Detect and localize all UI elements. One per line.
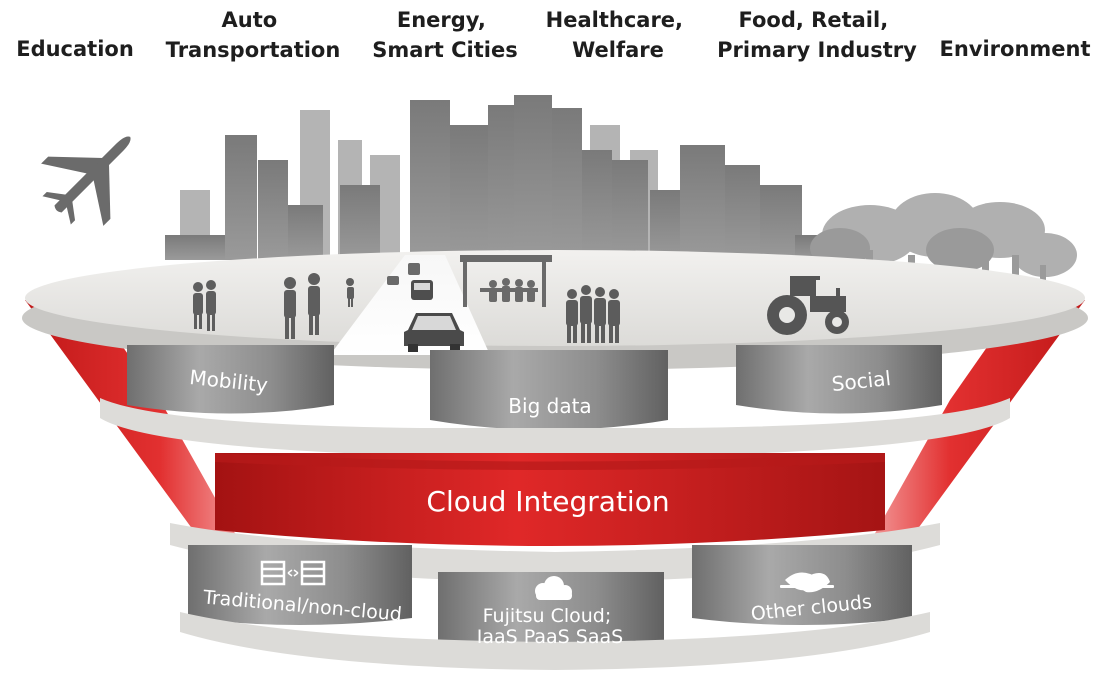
sector-label-healthcare-welfare: Healthcare, Welfare (546, 8, 691, 62)
base-platform (180, 612, 930, 670)
server-icon (260, 560, 326, 586)
city-skyline (165, 95, 825, 260)
cloud-integration-band (215, 453, 885, 546)
cloud-integration-label: Cloud Integration (426, 485, 669, 518)
sector-label-energy-smart-cities: Energy, Smart Cities (372, 8, 517, 62)
cloud-icon (535, 576, 572, 600)
people-icon (193, 273, 354, 339)
sector-label-environment: Environment (939, 37, 1090, 61)
car-icon (387, 263, 464, 352)
sector-label-food-retail: Food, Retail, Primary Industry (717, 8, 917, 62)
crowd-icon (566, 285, 620, 343)
sector-labels: Education Auto Transportation Energy, Sm… (16, 8, 1090, 62)
cloud-label-fujitsu: Fujitsu Cloud; IaaS PaaS SaaS (477, 605, 623, 648)
service-label-big-data: Big data (508, 394, 591, 418)
airplane-icon (41, 136, 131, 226)
service-layer (127, 345, 942, 430)
bus-stop-icon (460, 255, 552, 307)
handshake-icon (780, 572, 834, 593)
tractor-icon (767, 276, 849, 335)
sector-label-education: Education (16, 37, 134, 61)
sector-label-auto-transportation: Auto Transportation (166, 8, 341, 62)
middle-platform (100, 398, 1010, 458)
